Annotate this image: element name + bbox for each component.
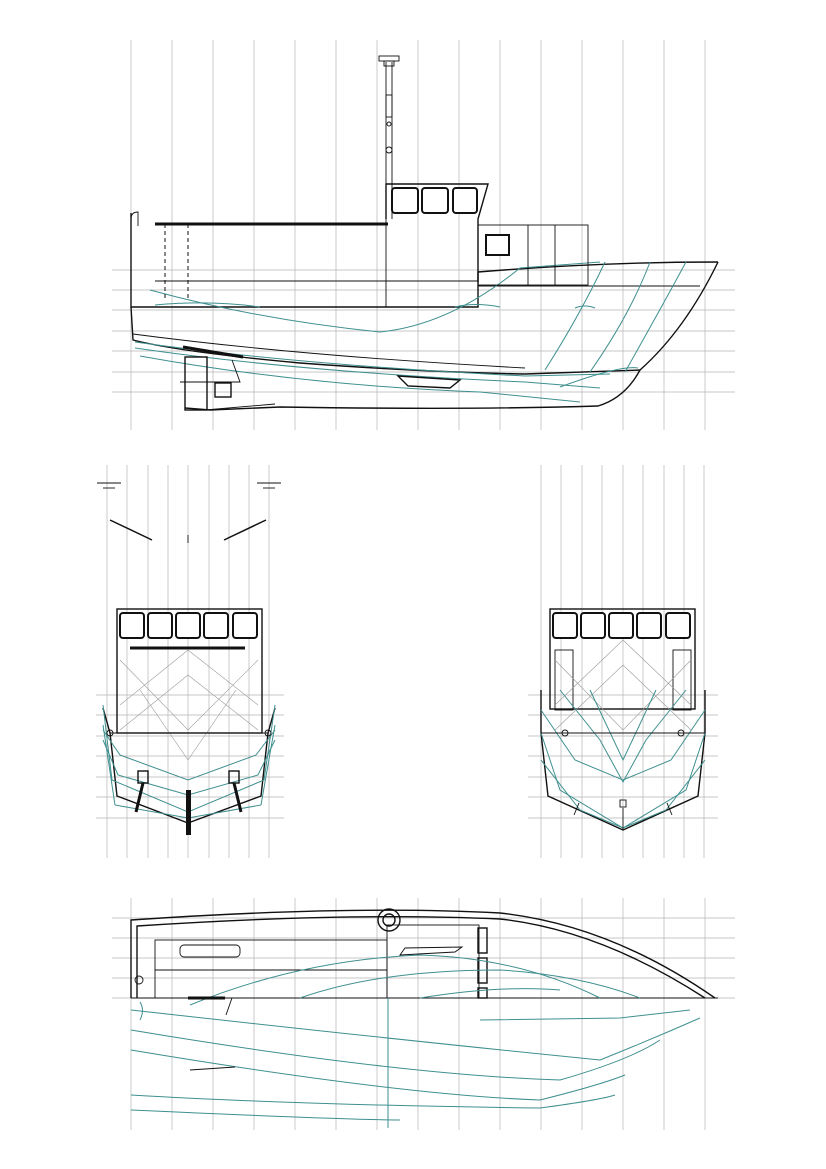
profile-cabin-aft [477,224,589,286]
half-breadth-view [112,898,735,1130]
propeller-icon [134,770,243,835]
profile-skeg [396,375,462,389]
profile-bow-stem [639,261,719,371]
wheelhouse-window-icon [391,187,419,214]
wheelhouse-window-icon [452,187,478,214]
body-aft-windows [119,612,258,639]
mast-icon [378,55,400,307]
profile-view [112,40,735,430]
body-aft-diagonals [119,649,259,761]
profile-bulwark-aft [130,211,139,226]
propeller-icon [204,382,276,411]
body-fwd-diagonals [554,639,692,731]
profile-station-grid [130,40,706,430]
profile-buttock-lines [134,261,687,403]
body-fwd-windows [552,612,691,639]
profile-chine [132,333,526,369]
body-fwd-wheelhouse [549,608,696,710]
plan-waterlines [130,954,701,1128]
capstan-icon [377,908,401,932]
body-plan-aft-view [96,465,284,858]
profile-cabin-window [485,234,510,256]
profile-waterline-grid [112,269,735,393]
body-plan-fwd-view [528,465,718,858]
rudder-icon [180,345,244,411]
plan-wheelhouse [386,924,480,999]
profile-sheer-line [130,213,719,308]
body-aft-grid [96,465,284,858]
wheelhouse-window-icon [421,187,449,214]
plan-deck-outline [130,909,716,999]
plan-station-grid [112,898,735,1130]
body-fwd-grid [528,465,718,858]
body-aft-lights [97,482,281,543]
rudder-icon [188,996,233,1016]
